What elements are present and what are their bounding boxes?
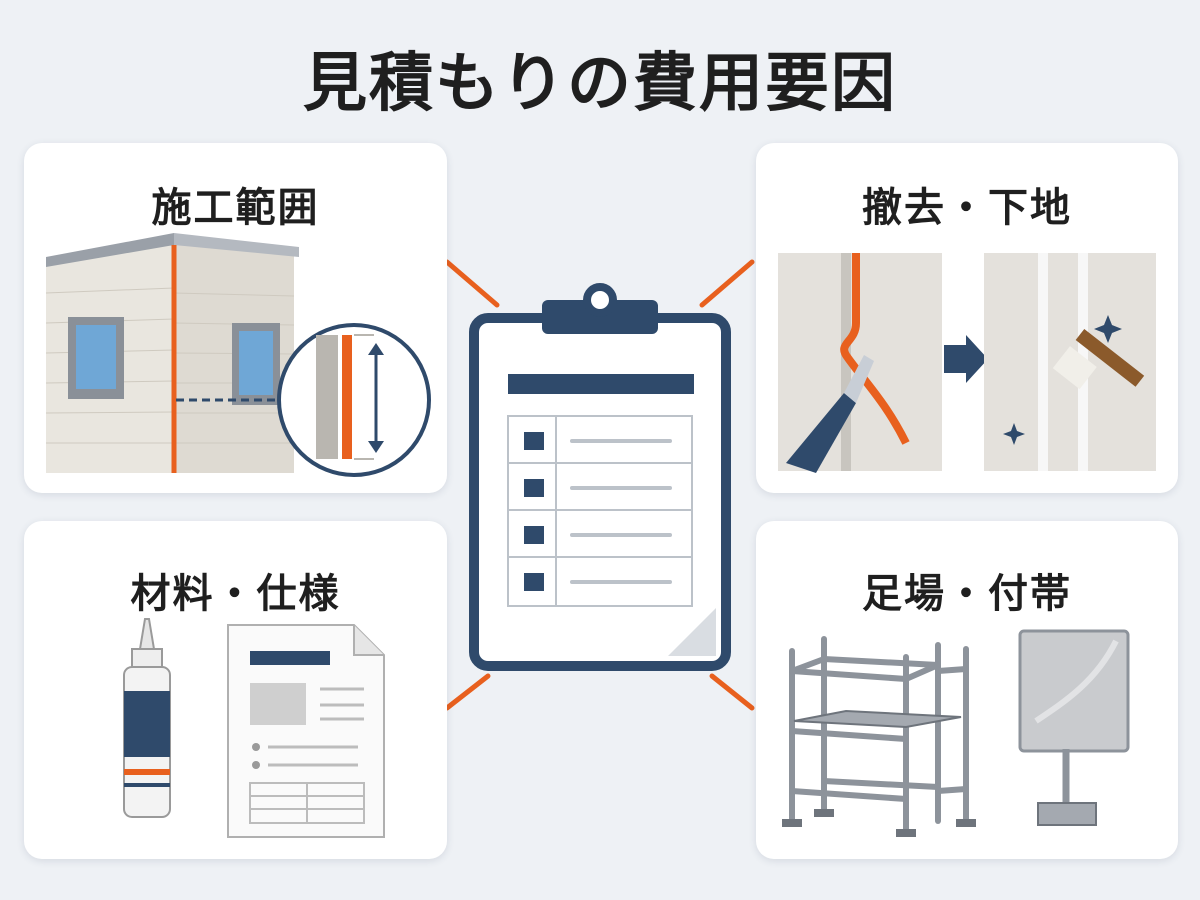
- building-joint-icon: [45, 233, 431, 477]
- card-materials: 材料・仕様: [24, 521, 447, 859]
- connector-top-right: [699, 259, 755, 308]
- clipboard-checklist-icon: [469, 283, 731, 671]
- connector-top-left: [444, 259, 500, 308]
- card-scope-title: 施工範囲: [151, 185, 320, 231]
- connector-bottom-left: [444, 673, 491, 711]
- card-removal-title: 撤去・下地: [862, 185, 1072, 231]
- card-materials-title: 材料・仕様: [130, 571, 341, 617]
- connector-bottom-right: [709, 673, 755, 711]
- page-title: 見積もりの費用要因: [303, 47, 897, 121]
- card-scaffold: 足場・付帯: [756, 521, 1178, 859]
- sealant-and-spec-sheet-icon: [123, 618, 385, 838]
- card-scope: 施工範囲: [24, 143, 447, 493]
- cutter-and-brush-icon: [778, 253, 1156, 473]
- scaffold-and-mesh-sheet-icon: [782, 629, 1130, 837]
- card-removal: 撤去・下地: [756, 143, 1178, 493]
- card-scaffold-title: 足場・付帯: [862, 571, 1072, 617]
